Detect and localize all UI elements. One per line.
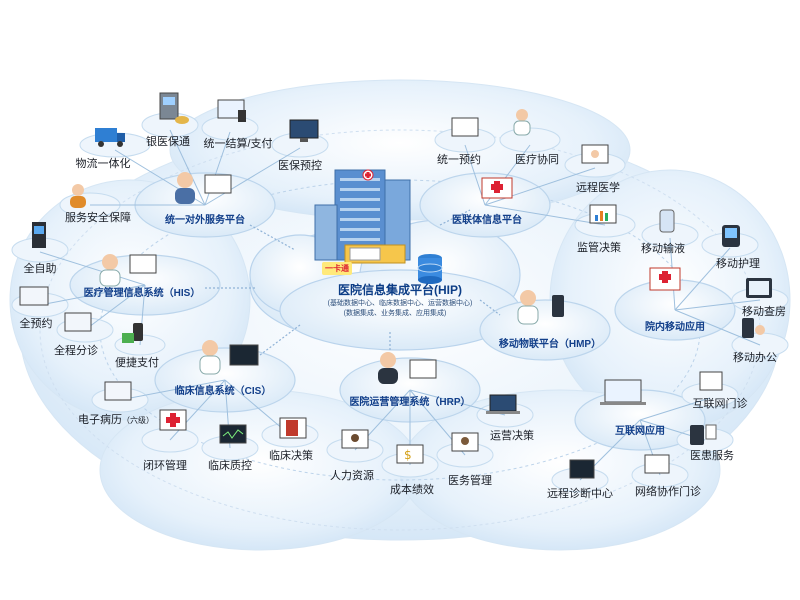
svg-text:$: $ xyxy=(404,448,412,462)
telemedicine-icon xyxy=(581,144,609,164)
hospital-mobile-icon xyxy=(649,267,681,291)
label-unified-appointment: 统一预约 xyxy=(437,154,481,166)
hub-hospital-alliance: 医联体信息平台 xyxy=(452,215,522,226)
hub-unified-service: 统一对外服务平台 xyxy=(165,215,245,226)
hub-cis: 临床信息系统（CIS） xyxy=(174,386,272,397)
appointment-screen-icon xyxy=(19,286,49,306)
center-platform-title: 医院信息集成平台(HIP) xyxy=(338,283,462,297)
label-patient-service: 医患服务 xyxy=(690,450,734,462)
center-platform-subtitle-1: (基础数据中心、临床数据中心、运营数据中心) xyxy=(327,300,473,307)
cost-icon: $ xyxy=(396,444,424,464)
atm-icon xyxy=(159,92,189,124)
label-telemedicine: 远程医学 xyxy=(576,182,620,194)
label-full-triage: 全程分诊 xyxy=(54,345,98,357)
one-card-label: 一卡通 xyxy=(322,262,352,275)
label-clinical-qc: 临床质控 xyxy=(208,460,252,472)
appointment-desktop-icon xyxy=(451,117,479,137)
label-remote-diagnosis-center: 远程诊断中心 xyxy=(547,488,613,500)
label-mobile-nursing: 移动护理 xyxy=(716,258,760,270)
delivery-truck-icon xyxy=(95,128,125,147)
center-platform-subtitle-2: (数据集成、业务集成、应用集成) xyxy=(343,310,447,317)
internet-clinic-icon xyxy=(699,371,723,391)
security-staff-icon xyxy=(70,184,86,208)
rounds-tablet-icon xyxy=(746,278,772,298)
label-cost-performance: 成本绩效 xyxy=(390,484,434,496)
hr-icon xyxy=(341,429,369,449)
label-medical-affairs: 医务管理 xyxy=(448,475,492,487)
infusion-icon xyxy=(659,209,675,233)
patient-service-icon xyxy=(690,424,717,445)
label-clinical-decision: 临床决策 xyxy=(269,450,313,462)
mobile-nurse-icon xyxy=(517,290,564,325)
label-mobile-office: 移动办公 xyxy=(733,352,777,364)
label-emr: 电子病历（六级） xyxy=(78,414,154,427)
decision-support-icon xyxy=(279,417,307,439)
hub-internet-app: 互联网应用 xyxy=(615,426,665,437)
label-internet-clinic: 互联网门诊 xyxy=(692,398,748,410)
collaboration-doctor-icon xyxy=(513,109,531,136)
remote-diagnosis-icon xyxy=(569,459,595,479)
hub-his: 医疗管理信息系统（HIS） xyxy=(83,288,201,299)
supervision-chart-icon xyxy=(589,204,617,224)
service-staff-icon xyxy=(175,172,232,204)
hospital-building-icon xyxy=(314,169,411,264)
label-mobile-rounds: 移动查房 xyxy=(742,306,786,318)
label-medical-collaboration: 医疗协同 xyxy=(515,154,559,166)
label-full-appointment: 全预约 xyxy=(19,318,53,330)
label-supervision-decision: 监管决策 xyxy=(577,242,621,254)
label-network-clinic: 网络协作门诊 xyxy=(635,486,701,498)
closed-loop-icon xyxy=(159,409,187,431)
quality-control-icon xyxy=(219,424,247,444)
payment-phone-icon xyxy=(122,323,143,343)
hub-mobile-app: 院内移动应用 xyxy=(645,322,705,333)
network-clinic-icon xyxy=(644,454,670,474)
pos-terminal-icon xyxy=(217,99,246,122)
label-bank-medical: 银医保通 xyxy=(146,136,190,148)
insurance-monitor-icon xyxy=(289,119,319,142)
internet-laptop-icon xyxy=(600,379,646,405)
label-emr-level: （六级） xyxy=(122,416,154,425)
label-emr-text: 电子病历 xyxy=(78,414,122,426)
manager-hrp-icon xyxy=(378,352,437,384)
doctor-cis-icon xyxy=(199,340,259,375)
doctor-his-icon xyxy=(99,254,157,287)
nursing-pda-icon xyxy=(722,225,740,247)
label-mobile-infusion: 移动输液 xyxy=(641,243,685,255)
emr-screen-icon xyxy=(104,381,132,401)
label-convenient-payment: 便捷支付 xyxy=(115,357,159,369)
hospital-small-icon xyxy=(481,177,513,199)
label-human-resources: 人力资源 xyxy=(330,470,374,482)
kiosk-icon xyxy=(32,222,46,248)
triage-screen-icon xyxy=(64,312,92,332)
label-closed-loop: 闭环管理 xyxy=(143,460,187,472)
label-service-security: 服务安全保障 xyxy=(65,212,131,224)
hub-hmp: 移动物联平台（HMP） xyxy=(498,339,602,350)
label-operation-decision: 运营决策 xyxy=(490,430,534,442)
office-phone-icon xyxy=(742,318,765,338)
operations-laptop-icon xyxy=(486,394,520,414)
label-logistics: 物流一体化 xyxy=(75,158,131,170)
label-unified-settlement: 统一结算/支付 xyxy=(203,138,273,150)
medical-affairs-icon xyxy=(451,432,479,452)
label-self-service: 全自助 xyxy=(23,263,57,275)
label-insurance-control: 医保预控 xyxy=(278,160,322,172)
hub-hrp: 医院运营管理系统（HRP） xyxy=(349,397,471,408)
database-icon xyxy=(417,254,443,284)
